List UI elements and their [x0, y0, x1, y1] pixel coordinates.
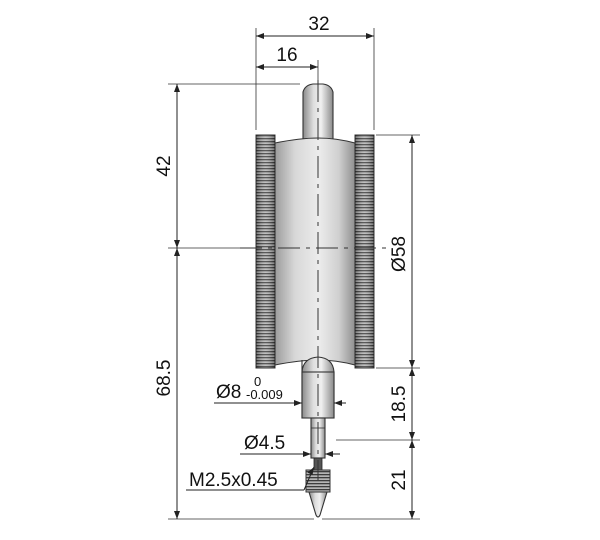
- dim-length-21: 21: [322, 440, 420, 520]
- dim-label-18-5: 18.5: [389, 386, 410, 423]
- dim-label-stem-diameter: Ø8: [216, 382, 241, 403]
- dim-label-21: 21: [389, 469, 410, 490]
- contact-tip: [308, 491, 328, 518]
- dim-spindle-diameter: Ø4.5: [240, 433, 340, 457]
- dim-height-68-5: 68.5: [154, 248, 314, 520]
- housing: [274, 137, 356, 366]
- dim-label-stem-tol-upper: 0: [254, 374, 261, 389]
- dim-label-16: 16: [276, 45, 297, 66]
- dim-height-42: 42: [154, 83, 300, 249]
- dim-diameter-58: Ø58: [376, 134, 420, 369]
- dim-label-diameter-58: Ø58: [389, 236, 410, 272]
- indicator-body: [255, 83, 375, 518]
- dim-label-spindle-diameter: Ø4.5: [244, 433, 285, 454]
- dim-label-32: 32: [308, 14, 329, 35]
- dim-label-stem-tol-lower: -0.009: [246, 387, 283, 402]
- dim-stem-diameter: Ø8 0 -0.009: [214, 374, 346, 406]
- dim-width-32: 32: [255, 14, 375, 130]
- dim-thread: M2.5x0.45: [186, 466, 315, 491]
- dim-label-42: 42: [154, 155, 175, 176]
- dim-label-thread: M2.5x0.45: [189, 470, 278, 491]
- dim-width-16: 16: [256, 45, 319, 82]
- dim-label-68-5: 68.5: [154, 360, 175, 397]
- dim-length-18-5: 18.5: [336, 368, 420, 441]
